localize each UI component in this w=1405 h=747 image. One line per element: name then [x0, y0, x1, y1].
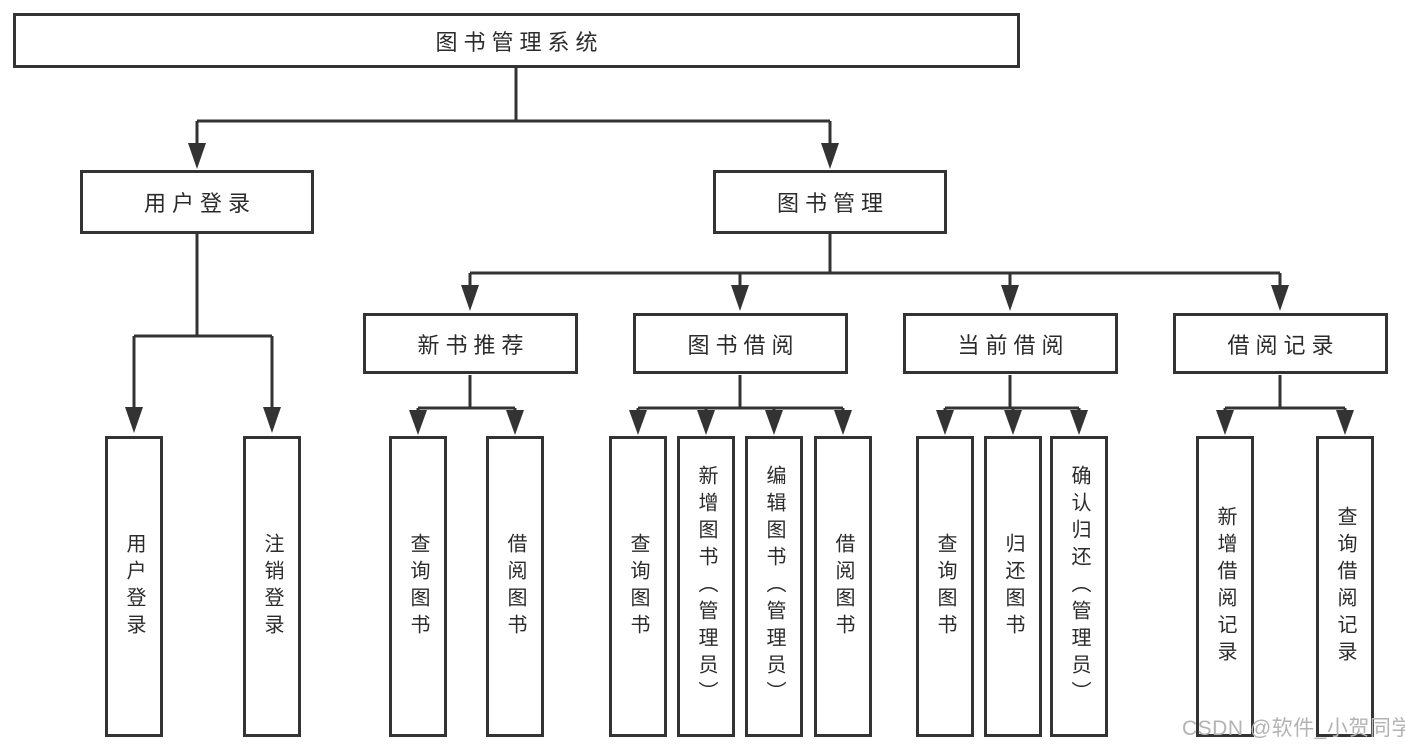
node-root: 图书管理系统: [13, 13, 1020, 68]
node-user-login: 用户登录: [80, 170, 314, 234]
arrowhead: [461, 285, 479, 311]
arrowhead: [1216, 410, 1234, 435]
node-book-borrowing-label: 图书借阅: [687, 332, 800, 358]
leaf-user-login-label: 用户登录: [123, 532, 145, 641]
arrowhead: [1271, 285, 1289, 311]
leaf-borrowing-borrow-books: 借阅图书: [814, 436, 872, 737]
arrowhead: [1336, 410, 1354, 435]
leaf-edit-books-admin-label: 编辑图书（管理员）: [763, 465, 785, 708]
leaf-recommend-borrow-books: 借阅图书: [486, 436, 544, 737]
leaf-current-query-books-label: 查询图书: [934, 532, 956, 641]
leaf-add-borrow-record: 新增借阅记录: [1196, 436, 1254, 737]
leaf-query-borrow-record: 查询借阅记录: [1316, 436, 1374, 737]
leaf-edit-books-admin: 编辑图书（管理员）: [745, 436, 803, 737]
arrowhead: [731, 285, 749, 311]
node-book-borrowing: 图书借阅: [633, 313, 848, 374]
arrowhead: [188, 143, 206, 169]
leaf-recommend-query-books-label: 查询图书: [407, 532, 429, 641]
csdn-watermark: CSDN @软件_小贺同学: [1182, 717, 1405, 740]
arrowhead: [1004, 410, 1022, 435]
arrowhead: [506, 410, 524, 435]
node-borrowing-records: 借阅记录: [1173, 313, 1388, 374]
arrowhead: [409, 410, 427, 435]
leaf-borrowing-query-books: 查询图书: [609, 436, 667, 737]
leaf-recommend-query-books: 查询图书: [389, 436, 447, 737]
node-user-login-label: 用户登录: [143, 191, 256, 216]
leaf-add-books-admin: 新增图书（管理员）: [677, 436, 735, 737]
arrowhead: [629, 410, 647, 435]
arrowhead: [1070, 410, 1088, 435]
arrowhead: [1001, 285, 1019, 311]
node-new-book-recommend: 新书推荐: [363, 313, 578, 374]
node-book-management: 图书管理: [713, 170, 947, 234]
leaf-return-books: 归还图书: [984, 436, 1042, 737]
leaf-query-borrow-record-label: 查询借阅记录: [1334, 505, 1356, 668]
leaf-confirm-return-admin: 确认归还（管理员）: [1050, 436, 1108, 737]
leaf-recommend-borrow-books-label: 借阅图书: [504, 532, 526, 641]
arrowhead: [697, 410, 715, 435]
leaf-add-borrow-record-label: 新增借阅记录: [1214, 505, 1236, 668]
leaf-current-query-books: 查询图书: [916, 436, 974, 737]
leaf-logout-label: 注销登录: [261, 532, 283, 641]
leaf-confirm-return-admin-label: 确认归还（管理员）: [1068, 465, 1090, 708]
leaf-logout: 注销登录: [243, 436, 301, 737]
node-new-book-recommend-label: 新书推荐: [417, 332, 530, 358]
node-current-borrowing: 当前借阅: [903, 313, 1118, 374]
node-current-borrowing-label: 当前借阅: [957, 332, 1070, 358]
arrowhead: [834, 410, 852, 435]
leaf-borrowing-borrow-books-label: 借阅图书: [832, 532, 854, 641]
leaf-borrowing-query-books-label: 查询图书: [627, 532, 649, 641]
arrowhead: [263, 407, 281, 433]
leaf-user-login: 用户登录: [105, 436, 163, 737]
arrowhead: [821, 143, 839, 169]
arrowhead: [125, 407, 143, 433]
node-root-label: 图书管理系统: [435, 29, 604, 55]
arrowhead: [936, 410, 954, 435]
leaf-return-books-label: 归还图书: [1002, 532, 1024, 641]
leaf-add-books-admin-label: 新增图书（管理员）: [695, 465, 717, 708]
arrowhead: [765, 410, 783, 435]
node-book-management-label: 图书管理: [776, 191, 889, 216]
node-borrowing-records-label: 借阅记录: [1227, 332, 1340, 358]
